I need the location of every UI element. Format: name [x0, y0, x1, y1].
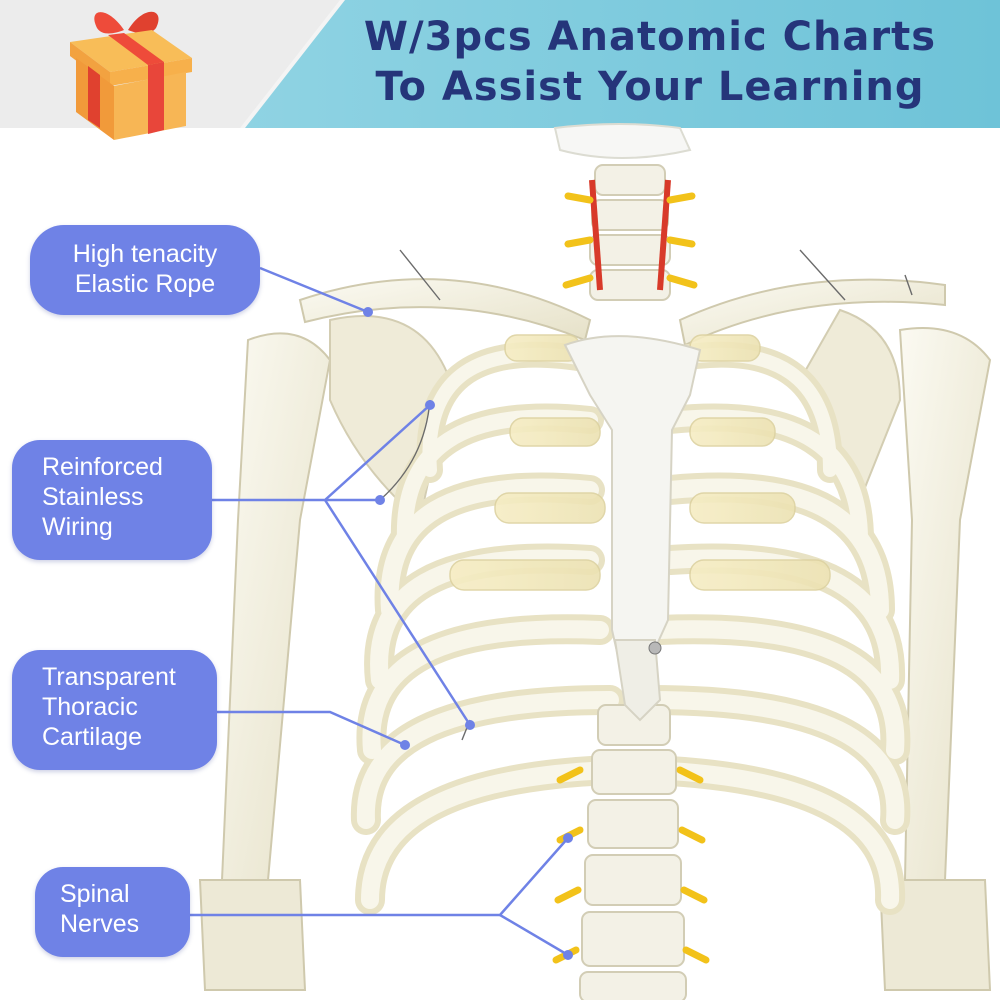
callout-label: Spinal: [60, 880, 130, 908]
title-line-2: To Assist Your Learning: [375, 64, 925, 110]
callout-label: Cartilage: [42, 723, 143, 751]
title-line-1: W/3pcs Anatomic Charts: [363, 14, 937, 60]
callout-stainless-wiring: Reinforced Stainless Wiring: [12, 440, 212, 560]
callout-label: Elastic Rope: [74, 270, 216, 298]
callout-label: Transparent: [42, 663, 176, 691]
callout-label: Thoracic: [42, 693, 138, 721]
gift-box-icon: [70, 11, 192, 140]
callout-label: Wiring: [42, 513, 113, 541]
page-title: W/3pcs Anatomic Charts To Assist Your Le…: [300, 12, 1000, 112]
callout-label: High tenacity: [72, 240, 218, 268]
callout-thoracic-cartilage: Transparent Thoracic Cartilage: [12, 650, 217, 770]
callout-spinal-nerves: Spinal Nerves: [35, 867, 190, 957]
callout-label: Reinforced: [42, 453, 163, 481]
callout-label: Stainless: [42, 483, 144, 511]
callout-label: Nerves: [60, 910, 140, 938]
callout-elastic-rope: High tenacity Elastic Rope: [30, 225, 260, 315]
